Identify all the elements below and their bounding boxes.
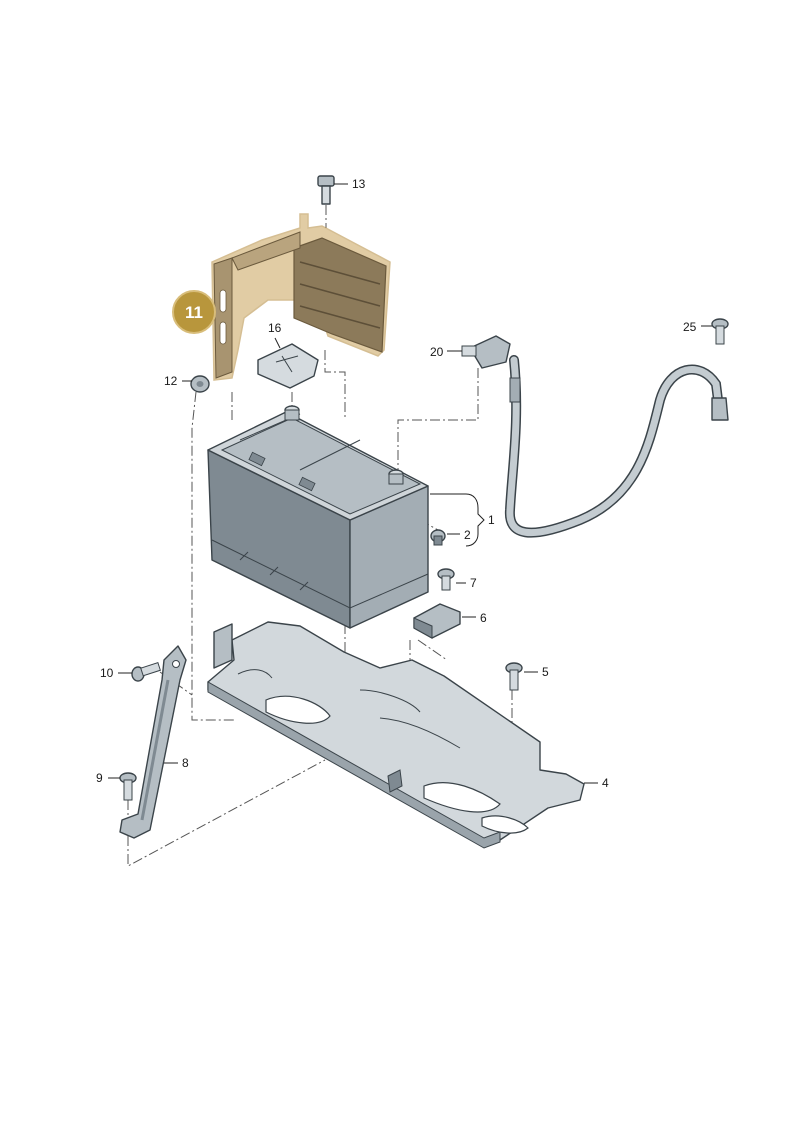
callout-12: 12 <box>164 374 178 388</box>
battery-tray-part-4[interactable] <box>207 621 585 849</box>
callout-16: 16 <box>268 321 282 335</box>
leader-lines <box>108 183 712 784</box>
bolt-part-25[interactable] <box>711 318 729 345</box>
callout-5: 5 <box>542 665 549 679</box>
callout-11: 11 <box>185 303 203 322</box>
callout-11-badge[interactable]: 11 <box>172 290 216 334</box>
callout-20: 20 <box>430 345 444 359</box>
bolt-part-7[interactable] <box>437 568 455 591</box>
battery-part-1[interactable] <box>207 405 429 629</box>
screw-part-2[interactable] <box>430 529 446 546</box>
callout-6: 6 <box>480 611 487 625</box>
callout-25: 25 <box>683 320 697 334</box>
nut-part-12[interactable] <box>190 375 210 393</box>
bolt-part-5[interactable] <box>505 662 523 691</box>
callout-2: 2 <box>464 528 471 542</box>
bracket-part-16[interactable] <box>257 343 319 389</box>
bolt-part-9[interactable] <box>119 772 137 801</box>
ground-cable-part-20[interactable] <box>461 335 729 538</box>
clamp-part-6[interactable] <box>413 603 461 639</box>
bolt-part-10[interactable] <box>131 662 161 682</box>
callout-8: 8 <box>182 756 189 770</box>
callout-4: 4 <box>602 776 609 790</box>
bolt-part-13[interactable] <box>317 175 335 205</box>
callout-labels: 13 12 16 20 25 1 2 7 6 5 4 10 8 9 <box>96 177 697 790</box>
callout-9: 9 <box>96 771 103 785</box>
callout-13: 13 <box>352 177 366 191</box>
heat-shield-part-11[interactable] <box>211 213 391 381</box>
callout-10: 10 <box>100 666 114 680</box>
support-strut-part-8[interactable] <box>119 645 187 839</box>
callout-1: 1 <box>488 513 495 527</box>
callout-7: 7 <box>470 576 477 590</box>
